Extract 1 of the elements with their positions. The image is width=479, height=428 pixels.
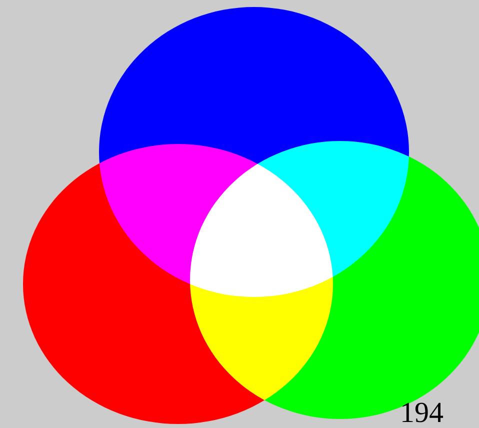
page-number: 194 bbox=[400, 399, 444, 428]
